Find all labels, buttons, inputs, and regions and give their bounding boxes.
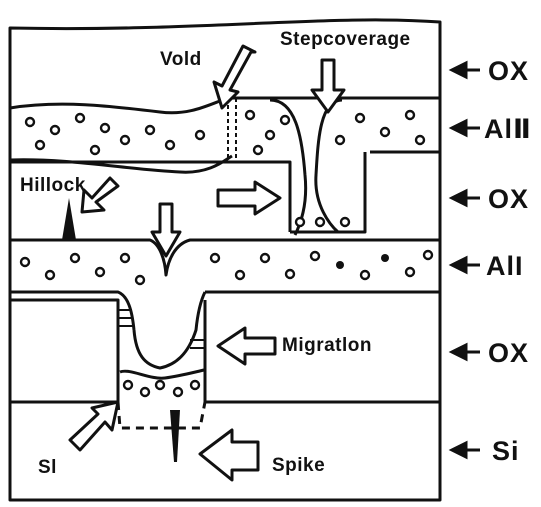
side-label-ox-bottom: OX [488,340,529,367]
side-label-al2: AlⅡ [484,116,532,143]
contact-fill-bottom [120,370,204,378]
step-coverage-label: Stepcoverage [280,30,411,49]
middle-right-arrow [218,182,280,214]
migration-label: Migratlon [282,336,372,355]
migration-arrow [218,328,275,364]
side-label-si: Si [492,438,520,465]
si-inner-label: Sl [38,458,57,477]
side-label-ox-middle: OX [488,186,529,213]
spike-arrow [200,430,258,480]
via-cavity [134,292,205,368]
step-coverage-arrow [312,60,344,112]
al1-layer-bottom [10,292,134,330]
side-indicator-arrows [452,63,480,457]
hillock-spike [62,198,76,240]
spike-label: Spike [272,456,325,475]
side-label-ox-top: OX [488,58,529,85]
void-label: Vold [160,50,202,69]
contact-grains [124,381,199,396]
si-arrow [70,402,118,450]
al2-layer-bottom-left [10,156,232,172]
dissolved-si-dashed [118,402,205,428]
hillock-label: Hillock [20,176,86,195]
void-marker [228,98,236,158]
side-label-al1: AlI [486,253,524,280]
contact-hole-left [10,300,118,402]
hillock-arrow [82,178,118,212]
al1-grains [21,251,432,284]
junction-spike [170,410,180,462]
al2-layer-top-left [10,98,228,113]
al2-step-right [316,100,342,232]
